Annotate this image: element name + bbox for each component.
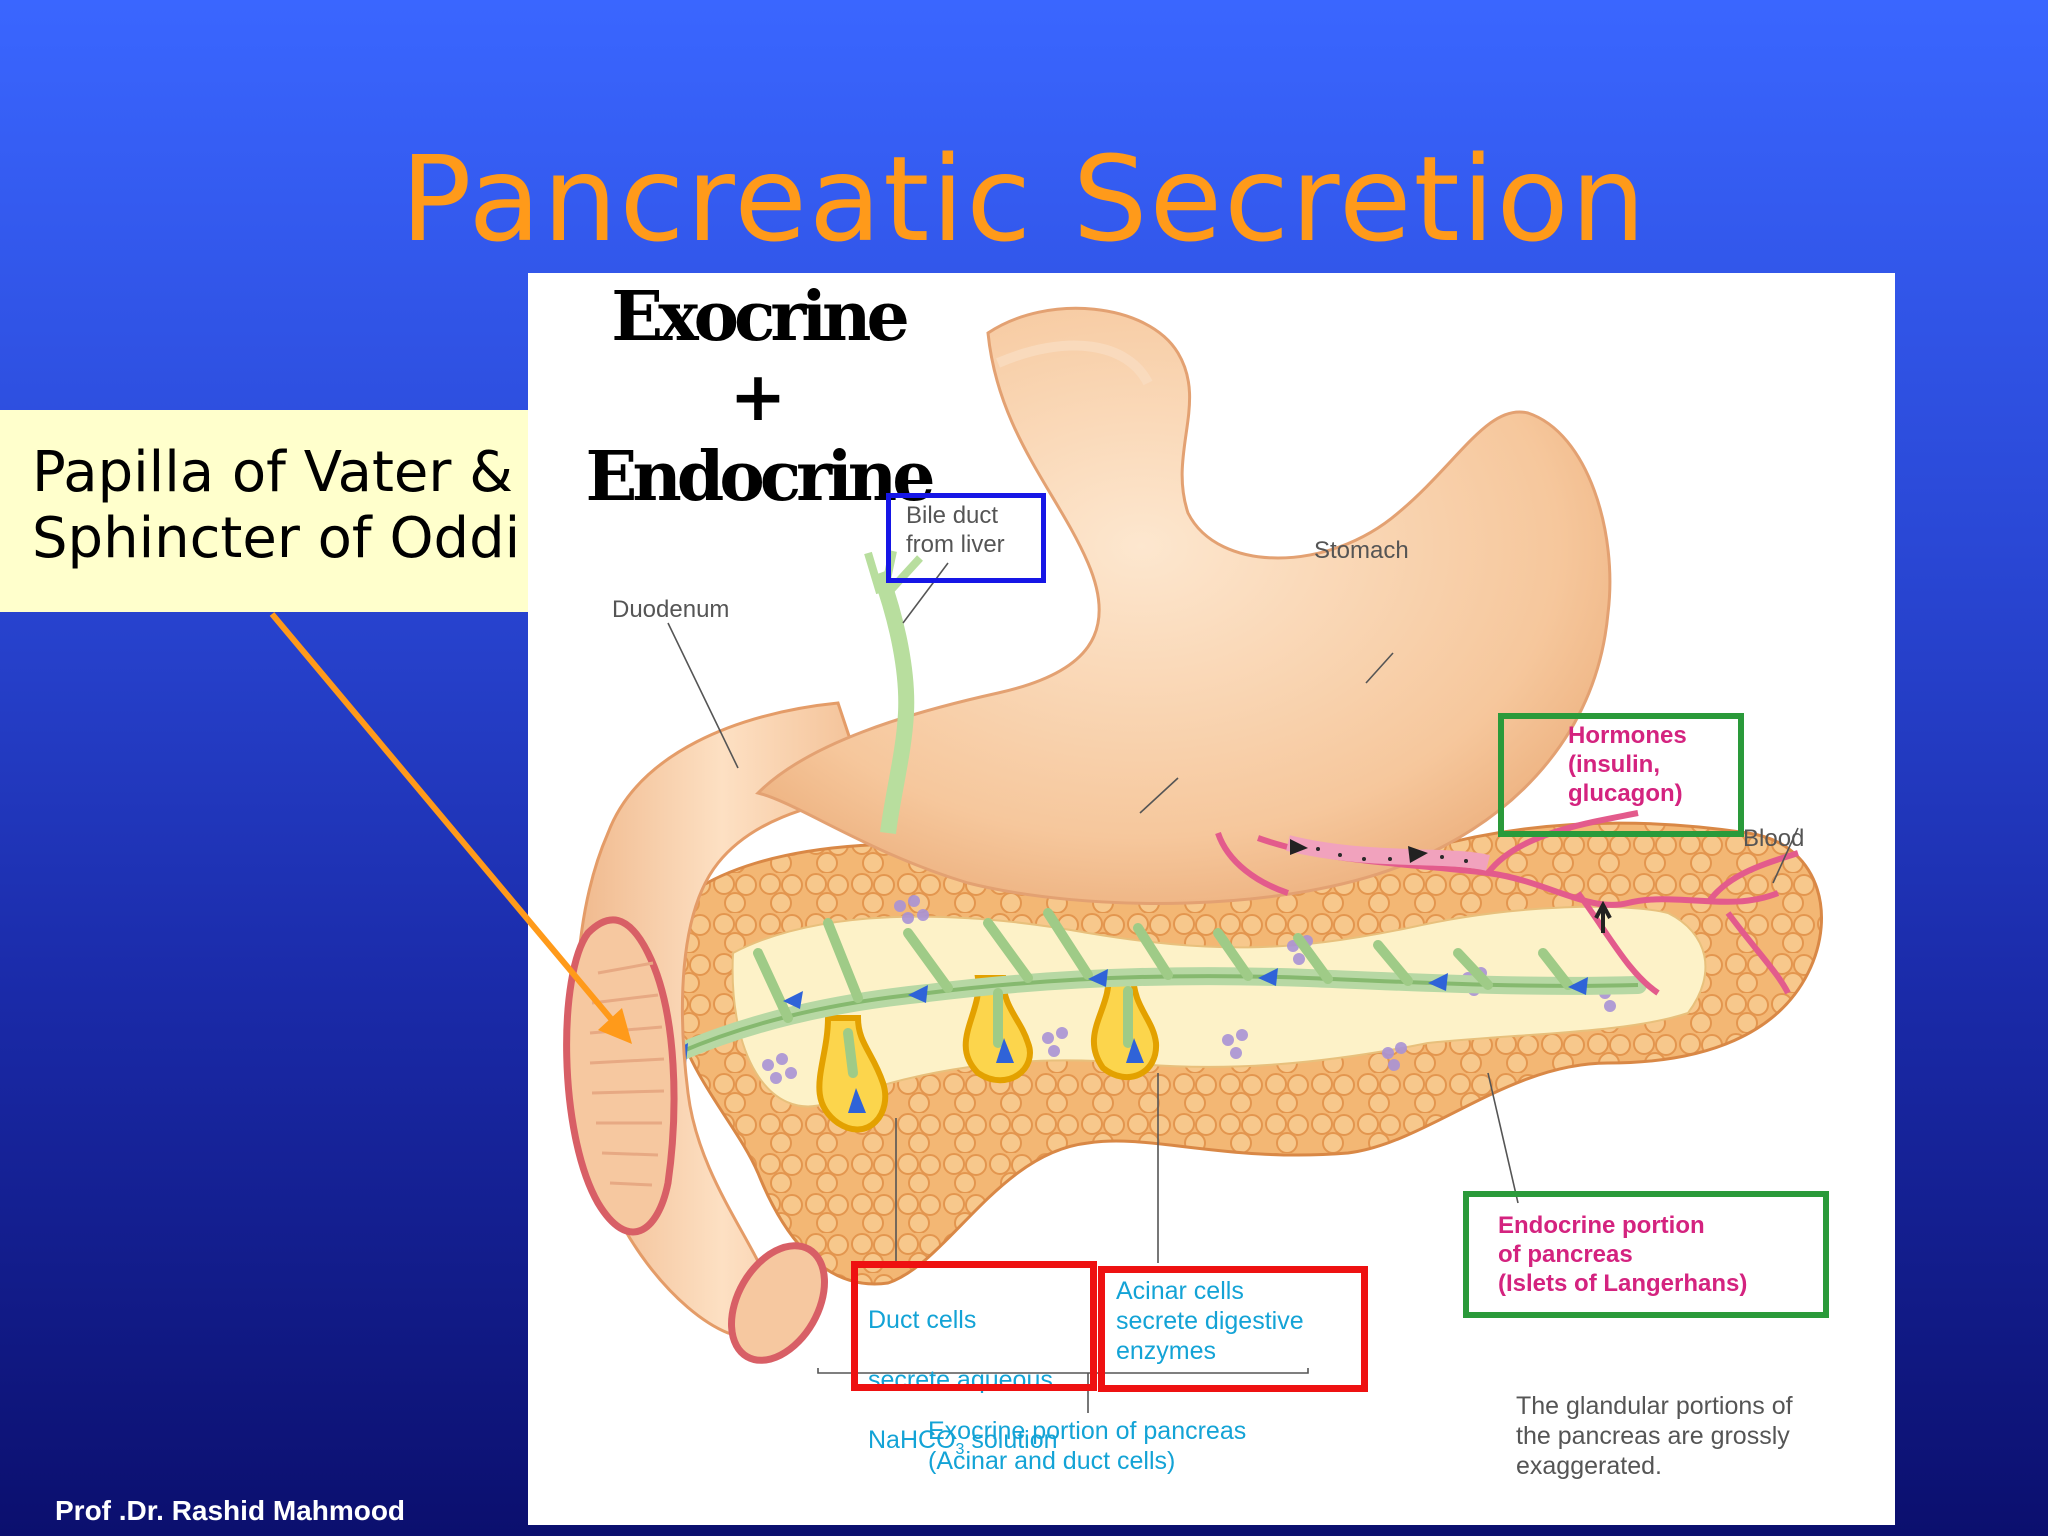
box-hormones [1498, 713, 1744, 837]
box-duct-cells [851, 1261, 1097, 1391]
label-note: The glandular portions of the pancreas a… [1516, 1392, 1793, 1480]
callout-line2: Sphincter of Oddi [32, 506, 521, 571]
label-blood: Blood [1743, 825, 1805, 852]
label-duodenum: Duodenum [612, 596, 730, 623]
heading-exocrine: Exocrine [611, 277, 910, 357]
duct-cells-subscript: 3 [955, 1441, 965, 1458]
papilla-callout: Papilla of Vater & Sphincter of Oddi [0, 410, 528, 612]
box-acinar-cells [1098, 1266, 1368, 1392]
duct-cells-line3: NaHCO3 solution [868, 1425, 1058, 1465]
label-hormones: Hormones (insulin, glucagon) [1568, 722, 1687, 807]
duct-cells-line1: Duct cells [868, 1306, 977, 1334]
callout-line1: Papilla of Vater & [32, 440, 513, 505]
author-credit: Prof .Dr. Rashid Mahmood [55, 1495, 406, 1526]
box-endocrine-portion [1463, 1191, 1829, 1318]
slide-title: Pancreatic Secretion [400, 130, 1648, 268]
label-exocrine-portion: Exocrine portion of pancreas (Acinar and… [928, 1417, 1247, 1475]
box-bile-duct [886, 493, 1046, 583]
label-duct-cells: Duct cells secrete aqueous NaHCO3 soluti… [868, 1275, 1058, 1495]
duct-cells-nahco: NaHCO [868, 1426, 956, 1454]
duct-cells-solution: solution [964, 1426, 1058, 1454]
label-acinar-cells: Acinar cells secrete digestive enzymes [1116, 1277, 1304, 1365]
heading-endocrine: Endocrine [585, 437, 936, 517]
heading-plus: + [729, 357, 787, 437]
label-bile-duct: Bile duct from liver [906, 502, 1005, 558]
label-endocrine-portion: Endocrine portion of pancreas (Islets of… [1498, 1212, 1748, 1297]
label-stomach: Stomach [1314, 537, 1409, 564]
diagram-panel: Exocrine + Endocrine Bile duct from live… [528, 273, 1895, 1525]
